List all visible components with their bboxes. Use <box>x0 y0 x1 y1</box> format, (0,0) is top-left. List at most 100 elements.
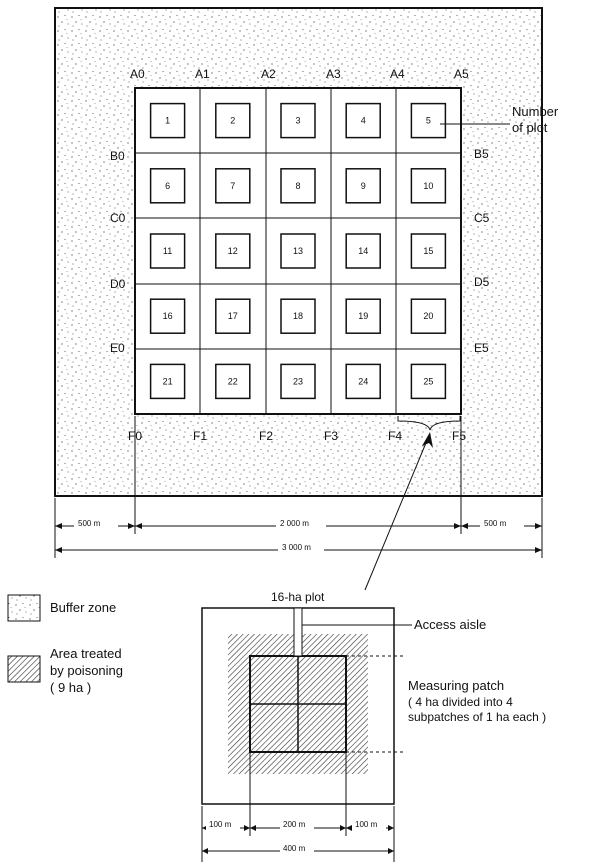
grid-label-a5: A5 <box>454 67 469 81</box>
callout-number-label: Number <box>512 104 559 119</box>
plot-number-9: 9 <box>361 181 366 191</box>
plot-number-16: 16 <box>163 311 173 321</box>
grid-label-a0: A0 <box>130 67 145 81</box>
grid-label-f1: F1 <box>193 429 207 443</box>
grid-lines <box>135 88 461 414</box>
dim-right-margin: 500 m <box>484 519 507 528</box>
plot-number-5: 5 <box>426 116 431 126</box>
plot-number-3: 3 <box>295 116 300 126</box>
grid-label-e0: E0 <box>110 341 125 355</box>
detail-arrow-head <box>422 432 433 448</box>
plot-number-12: 12 <box>228 246 238 256</box>
plot-square-20 <box>410 298 447 334</box>
left-labels: B0 C0 D0 E0 <box>110 149 126 355</box>
plot-number-8: 8 <box>295 181 300 191</box>
plot-number-15: 15 <box>423 246 433 256</box>
selected-plot-bracket <box>397 416 461 431</box>
plot-number-13: 13 <box>293 246 303 256</box>
plot-number-21: 21 <box>163 376 173 386</box>
legend-treated-swatch <box>7 655 41 683</box>
legend-treated-line1: Area treated <box>50 646 122 661</box>
plot-number-17: 17 <box>228 311 238 321</box>
plot-square-21 <box>149 363 186 400</box>
measuring-patch-line3: subpatches of 1 ha each ) <box>408 710 546 724</box>
detail-dim-center: 200 m <box>283 820 306 829</box>
plot-square-3 <box>280 102 316 139</box>
access-aisle-label: Access aisle <box>414 617 486 632</box>
grid-label-a1: A1 <box>195 67 210 81</box>
right-labels: B5 C5 D5 E5 <box>474 147 490 355</box>
plot-number-23: 23 <box>293 376 303 386</box>
plot-number-4: 4 <box>361 116 366 126</box>
plot-square-2 <box>215 102 251 139</box>
plot-square-4 <box>345 102 381 139</box>
grid-label-b5: B5 <box>474 147 489 161</box>
plot-square-19 <box>345 298 381 334</box>
plot-number-24: 24 <box>358 376 368 386</box>
access-aisle <box>293 607 303 657</box>
grid-label-f4: F4 <box>388 429 402 443</box>
plot-number-25: 25 <box>423 376 433 386</box>
plot-number-7: 7 <box>230 181 235 191</box>
dim-left-margin: 500 m <box>78 519 101 528</box>
plot-number-1: 1 <box>165 116 170 126</box>
grid-label-c0: C0 <box>110 211 126 225</box>
legend-treated-line3: ( 9 ha ) <box>50 680 91 695</box>
plot-number-14: 14 <box>358 246 368 256</box>
plot-square-9 <box>345 168 381 204</box>
legend-buffer-label: Buffer zone <box>50 600 116 615</box>
plot-number-22: 22 <box>228 376 238 386</box>
detail-arrow-line <box>364 437 429 591</box>
plot-square-12 <box>215 233 251 269</box>
plot-number-20: 20 <box>423 311 433 321</box>
plot-square-6 <box>149 168 186 204</box>
callout-of-plot-label: of plot <box>512 120 548 135</box>
plot-square-22 <box>215 363 251 400</box>
plot-number-2: 2 <box>230 116 235 126</box>
dimension-arrows <box>55 523 542 553</box>
legend-treated-line2: by poisoning <box>50 663 123 678</box>
plot-square-23 <box>280 363 316 400</box>
plot-number-10: 10 <box>423 181 433 191</box>
grid-label-a3: A3 <box>326 67 341 81</box>
grid-label-e5: E5 <box>474 341 489 355</box>
plot-square-13 <box>280 233 316 269</box>
grid-label-a4: A4 <box>390 67 405 81</box>
plot-number-19: 19 <box>358 311 368 321</box>
plot-square-1 <box>149 102 186 139</box>
plot-square-7 <box>215 168 251 204</box>
dim-center: 2 000 m <box>280 519 309 528</box>
measuring-patch-line1: Measuring patch <box>408 678 504 693</box>
plot-square-14 <box>345 233 381 269</box>
grid-label-d0: D0 <box>110 277 126 291</box>
detail-dim-right: 100 m <box>355 820 378 829</box>
grid-label-f5: F5 <box>452 429 466 443</box>
detail-dim-total: 400 m <box>283 844 306 853</box>
plot-square-24 <box>345 363 381 400</box>
plot-square-11 <box>149 233 186 269</box>
plot-square-10 <box>410 168 447 204</box>
detail-dim-left: 100 m <box>209 820 232 829</box>
grid-label-f3: F3 <box>324 429 338 443</box>
plot-square-17 <box>215 298 251 334</box>
legend-buffer-swatch <box>7 594 41 622</box>
grid-label-d5: D5 <box>474 275 490 289</box>
grid-label-b0: B0 <box>110 149 125 163</box>
top-labels: A0 A1 A2 A3 A4 A5 <box>130 67 469 81</box>
plot-number-6: 6 <box>165 181 170 191</box>
plot-square-5 <box>410 102 447 139</box>
plot-square-8 <box>280 168 316 204</box>
plot-square-18 <box>280 298 316 334</box>
dim-total: 3 000 m <box>282 543 311 552</box>
plot-square-25 <box>410 363 447 400</box>
detail-dimension-arrows <box>202 825 394 854</box>
detail-plot-label: 16-ha plot <box>271 590 325 604</box>
plot-square-16 <box>149 298 186 334</box>
plot-number-11: 11 <box>163 246 172 256</box>
grid-label-a2: A2 <box>261 67 276 81</box>
plot-number-18: 18 <box>293 311 303 321</box>
grid-label-f2: F2 <box>259 429 273 443</box>
measuring-patch-line2: ( 4 ha divided into 4 <box>408 695 513 709</box>
